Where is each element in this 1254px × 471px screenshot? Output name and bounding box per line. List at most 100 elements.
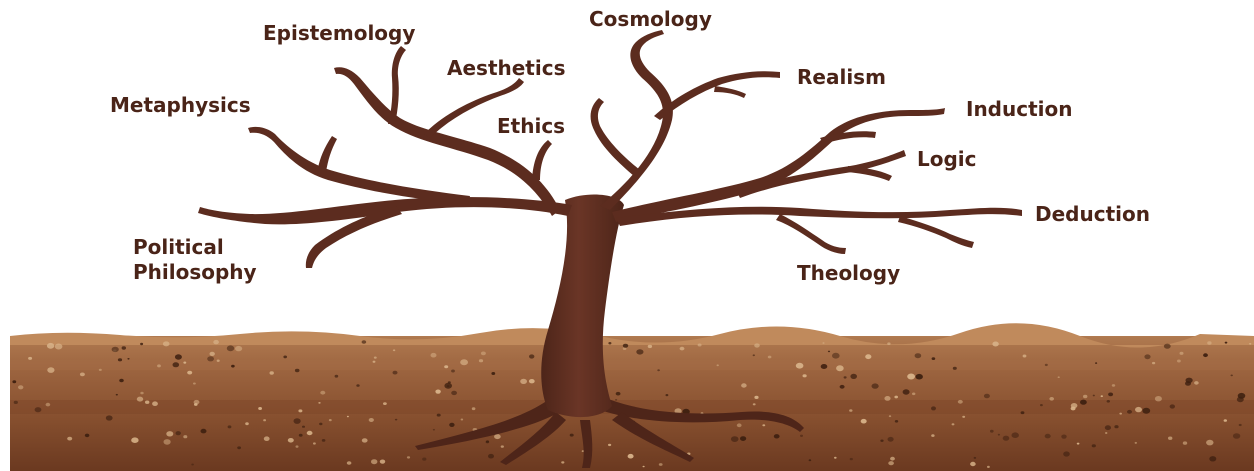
pebble (890, 456, 895, 461)
pebble (235, 345, 243, 352)
pebble (962, 415, 966, 418)
pebble (1232, 433, 1241, 439)
pebble (1168, 436, 1173, 440)
pebble (657, 369, 660, 372)
pebble (860, 418, 867, 424)
pebble (1223, 419, 1228, 422)
pebble (931, 357, 936, 360)
pebble (231, 364, 235, 368)
pebble (494, 434, 501, 440)
pebble (1206, 439, 1214, 446)
pebble (432, 428, 435, 431)
pebble (1061, 434, 1067, 439)
pebble (1044, 363, 1048, 367)
pebble (140, 391, 144, 395)
pebble (127, 358, 130, 360)
pebble (320, 390, 326, 395)
pebble (951, 423, 955, 426)
pebble (298, 433, 303, 437)
pebble (163, 439, 171, 445)
pebble (121, 346, 127, 350)
pebble (754, 343, 760, 348)
pebble (636, 349, 644, 355)
pebble (1182, 441, 1188, 445)
pebble (1238, 423, 1242, 427)
pebble (294, 368, 300, 373)
pebble (647, 344, 653, 349)
pebble (13, 400, 18, 404)
pebble (1040, 404, 1043, 407)
pebble (1203, 353, 1208, 358)
pebble (1185, 381, 1191, 386)
pebble (422, 457, 427, 461)
pebble (1207, 341, 1212, 345)
pebble (226, 345, 235, 352)
pebble (1080, 399, 1087, 405)
pebble (1011, 432, 1019, 439)
pebble (827, 350, 831, 353)
pebble (105, 415, 113, 421)
pebble (430, 352, 437, 358)
pebble (767, 355, 772, 359)
tree-trunk-branches (198, 30, 1022, 418)
pebble (520, 378, 527, 384)
pebble (754, 395, 759, 399)
label-epistemology: Epistemology (263, 21, 416, 45)
pebble (313, 442, 316, 445)
pebble (679, 346, 685, 351)
pebble (346, 415, 349, 418)
pebble (736, 423, 742, 428)
pebble (28, 356, 33, 360)
pebble (1063, 451, 1070, 457)
pebble (406, 456, 411, 459)
pebble (98, 368, 102, 371)
pebble (152, 401, 158, 407)
pebble (528, 379, 535, 384)
pebble (145, 400, 150, 404)
pebble (884, 396, 891, 401)
pebble (915, 373, 923, 380)
pebble (1057, 376, 1060, 379)
label-aesthetics: Aesthetics (447, 56, 566, 80)
pebble (674, 408, 682, 414)
pebble (207, 356, 215, 362)
pebble (1179, 351, 1184, 355)
pebble (1049, 397, 1054, 401)
pebble (200, 428, 207, 434)
pebble (1209, 456, 1217, 462)
pebble (216, 359, 220, 362)
pebble (992, 341, 999, 347)
pebble (902, 389, 910, 395)
label-logic: Logic (917, 147, 977, 171)
pebble (800, 434, 803, 437)
pebble (47, 367, 55, 373)
pebble (1127, 409, 1132, 414)
pebble (990, 429, 994, 433)
pebble (834, 456, 837, 459)
pebble (1177, 359, 1181, 363)
pebble (46, 342, 55, 349)
pebble (1044, 433, 1051, 439)
label-metaphysics: Metaphysics (110, 93, 251, 117)
pebble (716, 364, 719, 367)
pebble (987, 465, 990, 468)
pebble (237, 446, 242, 450)
pebble (762, 424, 766, 427)
pebble (581, 450, 585, 453)
pebble (912, 392, 916, 396)
pebble (12, 380, 17, 384)
pebble (227, 425, 232, 429)
pebble (880, 439, 884, 442)
label-ethics: Ethics (497, 114, 566, 138)
pebble (808, 459, 812, 462)
pebble (983, 393, 990, 399)
pebble (166, 431, 174, 437)
pebble (346, 461, 352, 465)
pebble (302, 425, 305, 428)
pebble (730, 436, 739, 442)
pebble (318, 402, 321, 404)
pebble (193, 382, 196, 385)
pebble (888, 415, 892, 418)
pebble (1135, 406, 1142, 413)
pebble (970, 461, 976, 467)
